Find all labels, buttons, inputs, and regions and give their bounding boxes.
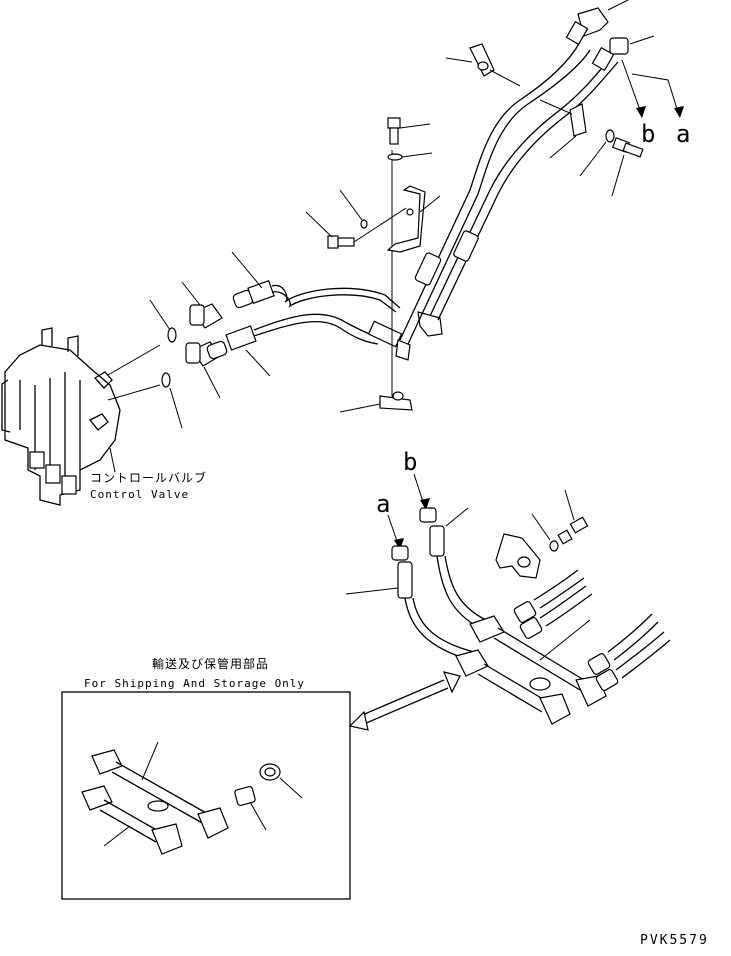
elbow-fitting (417, 311, 443, 337)
o-ring (161, 372, 171, 388)
hose-set (587, 613, 671, 691)
ref-a-top: a (676, 120, 690, 148)
pipe-coupler (453, 230, 479, 262)
elbow-fitting (367, 320, 411, 361)
bottom-clamp (379, 391, 413, 411)
shipping-label-jp: 輸送及び保管用部品 (152, 656, 269, 671)
control-valve-label-jp: コントロールバルブ (90, 470, 207, 485)
control-valve-label-en: Control Valve (90, 488, 189, 501)
washer (605, 129, 615, 143)
washer (360, 219, 368, 229)
bolt (611, 137, 644, 158)
bracket (386, 185, 426, 253)
tube-clamp (529, 677, 551, 691)
shipping-tube-lower (81, 785, 183, 855)
pipe-clamp (469, 43, 495, 77)
shipping-plug (259, 763, 281, 781)
top-fitting (591, 37, 629, 72)
hose-set (513, 569, 593, 639)
pipe-coupler (414, 252, 442, 286)
double-arrow (348, 671, 461, 731)
shipping-tube-upper (91, 749, 229, 839)
shipping-label-en: For Shipping And Storage Only (84, 677, 305, 690)
bolt (327, 235, 355, 249)
control-valve (1, 327, 121, 506)
ref-b-top: b (641, 120, 655, 148)
shipping-cap (234, 786, 256, 806)
washer (387, 153, 403, 161)
pipe-clamp (569, 103, 587, 137)
adapter-fitting (189, 303, 223, 329)
drawing-code: PVK5579 (640, 933, 709, 948)
lower-clamp (495, 533, 541, 579)
lower-fitting-a (391, 545, 413, 599)
manifold-tube (455, 649, 571, 725)
top-elbow (565, 7, 609, 46)
washer (549, 540, 559, 552)
hose-end (206, 325, 257, 360)
o-ring (167, 327, 177, 343)
bolt (387, 117, 401, 145)
shipping-box (61, 691, 351, 900)
bolt (557, 516, 589, 545)
hose-end (232, 279, 275, 309)
lower-fitting-b (419, 507, 445, 557)
ref-a-lower: a (376, 490, 390, 518)
ref-b-lower: b (403, 448, 417, 476)
